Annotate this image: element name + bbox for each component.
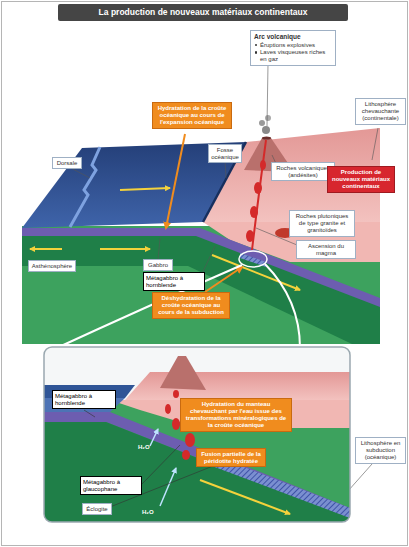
process-callout: Hydratation du manteau chevauchant par l… <box>180 398 292 432</box>
continent-top-face <box>125 372 350 400</box>
label-box: Fosse océanique <box>208 144 242 163</box>
label-box: Ascension du magma <box>296 240 356 259</box>
magma-blob <box>260 160 266 170</box>
node-text: Lithosphère chevauchante (continentale) <box>358 101 403 123</box>
zoom-line <box>265 264 300 348</box>
rock-label-box: Métagabbro à glaucophane <box>80 476 142 495</box>
node-text: Production de nouveaux matériaux contine… <box>330 169 392 191</box>
diagram-title: La production de nouveaux matériaux cont… <box>58 4 348 21</box>
zoom-line <box>48 265 242 352</box>
leader-line <box>372 128 378 160</box>
node-text: Métagabbro à glaucophane <box>83 479 139 493</box>
node-text: Déshydratation de la croûte océanique au… <box>155 295 227 317</box>
node-text: Lithosphère en subduction (océanique) <box>358 440 403 462</box>
ocean-top-face <box>22 142 246 228</box>
leader-line <box>84 410 95 417</box>
node-text: Fosse océanique <box>211 147 239 161</box>
bullet-item: Éruptions explosives <box>254 42 332 49</box>
plate-motion-arrow <box>30 248 62 250</box>
node-text: Asthénosphère <box>31 263 73 270</box>
melt-blob <box>165 404 171 414</box>
magma-blob <box>246 230 254 242</box>
process-callout: Fusion partielle de la péridotite hydrat… <box>196 448 266 467</box>
bullet-dot <box>255 51 257 53</box>
node-text: Fusion partielle de la péridotite hydrat… <box>199 451 263 465</box>
node-text: Éclogite <box>85 506 109 513</box>
oceanic-lithosphere <box>44 422 350 522</box>
node-text: Roches plutoniques de type granite et gr… <box>292 213 352 235</box>
label-box: Dorsale <box>52 157 82 169</box>
process-arrow <box>166 134 185 228</box>
mantle-wedge <box>44 400 350 522</box>
bullet-dot <box>255 44 257 46</box>
plate-motion-arrow <box>200 480 290 514</box>
bullet-text: Éruptions explosives <box>260 42 315 48</box>
leader-line <box>142 445 180 484</box>
leader-line <box>267 64 268 126</box>
water-label: H₂O <box>138 444 150 450</box>
highlight-box: Production de nouveaux matériaux contine… <box>327 166 395 193</box>
label-box: Roches plutoniques de type granite et gr… <box>289 210 355 237</box>
node-text: Métagabbro à hornblende <box>55 393 113 407</box>
node-text: Ascension du magma <box>299 243 353 257</box>
plate-motion-arrow <box>100 248 150 250</box>
plate-motion-arrow <box>120 188 170 190</box>
trench-line <box>203 142 246 222</box>
bullet-item: Laves visqueuses riches en gaz <box>254 49 332 63</box>
callout-heading: Arc volcanique <box>254 33 332 41</box>
water-label: H₂O <box>142 509 154 515</box>
label-box: Roches volcaniques (andésites) <box>271 162 335 181</box>
node-text: Gabbro <box>146 262 170 269</box>
water-arrow <box>150 429 158 446</box>
water-arrow <box>160 468 176 506</box>
inset-frame <box>44 347 350 522</box>
crater <box>262 137 271 140</box>
magma-blob <box>250 206 258 218</box>
asthenosphere-layer <box>22 226 380 344</box>
process-callout: Hydratation de la croûte océanique au co… <box>152 102 232 129</box>
melt-blob <box>173 390 179 398</box>
ash-plume <box>259 120 265 126</box>
volcano <box>160 356 206 390</box>
node-text: Roches volcaniques (andésites) <box>274 165 332 179</box>
label-box: Lithosphère en subduction (océanique) <box>355 437 406 464</box>
bullet-text: Laves visqueuses riches en gaz <box>260 49 325 62</box>
melt-blob <box>172 418 180 430</box>
rock-label-box: Métagabbro à hornblende <box>143 272 205 291</box>
magma-conduit <box>252 140 266 250</box>
node-text: Métagabbro à hornblende <box>146 275 202 289</box>
node-text: Dorsale <box>55 160 79 167</box>
melt-blob <box>185 433 195 447</box>
label-box: Asthénosphère <box>28 260 76 272</box>
rock-label-box: Métagabbro à hornblende <box>52 390 116 409</box>
callout-box: Arc volcaniqueÉruptions explosivesLaves … <box>250 30 336 66</box>
eclogite-zone <box>196 450 350 518</box>
label-box: Lithosphère chevauchante (continentale) <box>355 98 406 125</box>
ash-plume <box>262 126 270 134</box>
oceanic-lithosphere <box>22 234 380 344</box>
magma-blob <box>254 182 262 194</box>
process-callout: Déshydratation de la croûte océanique au… <box>152 292 230 319</box>
label-box: Éclogite <box>82 503 112 515</box>
leader-line <box>158 238 160 260</box>
melt-blob <box>182 450 190 460</box>
inset-background <box>44 347 350 522</box>
node-text: Hydratation du manteau chevauchant par l… <box>183 401 289 430</box>
label-box: Gabbro <box>143 259 173 271</box>
node-text: Hydratation de la croûte océanique au co… <box>155 105 229 127</box>
ash-plume <box>265 115 271 121</box>
zoom-circle <box>239 251 267 267</box>
